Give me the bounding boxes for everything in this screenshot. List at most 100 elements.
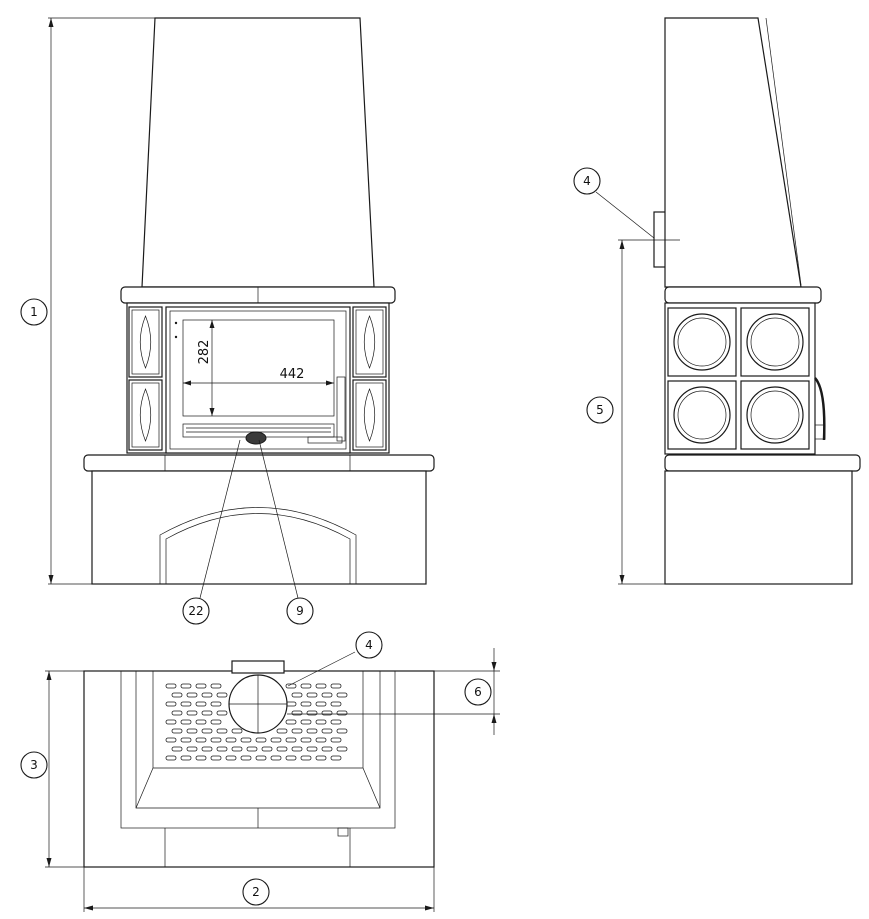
vent-slot	[330, 701, 342, 707]
vent-slot	[165, 755, 177, 761]
vent-slot	[186, 692, 198, 698]
front-door-dimensions	[183, 320, 334, 416]
side-hood	[664, 17, 802, 288]
vent-slot	[171, 728, 183, 734]
vent-slot	[330, 755, 342, 761]
side-base	[664, 470, 853, 585]
vent-slot	[315, 683, 327, 689]
vent-slot	[165, 683, 177, 689]
top-vent-slots	[165, 683, 348, 761]
front-base	[91, 470, 427, 585]
side-dimensions	[595, 191, 680, 585]
vent-slot	[306, 728, 318, 734]
vent-slot	[180, 737, 192, 743]
vent-slot	[165, 701, 177, 707]
vent-slot	[321, 728, 333, 734]
vent-slot	[261, 746, 273, 752]
vent-slot	[210, 719, 222, 725]
front-door-handle	[336, 376, 346, 442]
vent-slot	[201, 692, 213, 698]
side-tile-3-ring	[673, 386, 731, 444]
side-tile-4	[740, 380, 810, 450]
vent-slot	[171, 692, 183, 698]
vent-slot	[330, 737, 342, 743]
front-left-tile-upper	[128, 306, 163, 378]
top-view	[83, 660, 435, 868]
front-left-tile-upper-ornament	[139, 315, 152, 369]
callout-2-label: 2	[252, 885, 260, 899]
vent-slot	[186, 710, 198, 716]
front-door-frame	[165, 306, 351, 454]
side-top-cornice	[664, 286, 822, 304]
callout-2: 2	[242, 878, 270, 906]
vent-slot	[255, 755, 267, 761]
callout-1-label: 1	[30, 305, 38, 319]
callout-4-top: 4	[355, 631, 383, 659]
front-left-tile-lower-ornament	[139, 388, 152, 442]
side-tile-4-ring	[746, 386, 804, 444]
front-right-tile-lower-ornament	[363, 388, 376, 442]
callout-6-label: 6	[474, 685, 482, 699]
front-right-tile-upper-ornament	[363, 315, 376, 369]
front-air-control	[245, 431, 267, 445]
side-door-handle	[814, 377, 826, 441]
callout-4-side-label: 4	[583, 174, 591, 188]
side-tile-2-ring	[746, 313, 804, 371]
vent-slot	[315, 737, 327, 743]
vent-slot	[321, 692, 333, 698]
overall-height-dimension	[48, 17, 155, 585]
side-view	[653, 17, 861, 585]
vent-slot	[210, 701, 222, 707]
vent-slot	[231, 728, 243, 734]
vent-slot	[285, 755, 297, 761]
vent-slot	[171, 746, 183, 752]
callout-22-label: 22	[188, 604, 203, 618]
vent-slot	[246, 746, 258, 752]
vent-slot	[291, 710, 303, 716]
vent-slot	[300, 701, 312, 707]
side-tile-3	[667, 380, 737, 450]
vent-slot	[300, 737, 312, 743]
vent-slot	[180, 701, 192, 707]
front-right-tile-lower	[352, 379, 387, 451]
vent-slot	[180, 683, 192, 689]
vent-slot	[216, 710, 228, 716]
callout-5: 5	[586, 396, 614, 424]
vent-slot	[315, 755, 327, 761]
vent-slot	[315, 719, 327, 725]
vent-slot	[255, 737, 267, 743]
vent-slot	[210, 737, 222, 743]
top-hood-outline	[135, 671, 381, 809]
vent-slot	[315, 701, 327, 707]
front-right-tile-upper	[352, 306, 387, 378]
vent-slot	[306, 710, 318, 716]
front-view	[83, 17, 435, 585]
vent-slot	[270, 737, 282, 743]
callout-6: 6	[464, 678, 492, 706]
vent-slot	[240, 737, 252, 743]
callout-22: 22	[182, 597, 210, 625]
vent-slot	[336, 728, 348, 734]
vent-slot	[210, 683, 222, 689]
vent-slot	[336, 692, 348, 698]
vent-slot	[270, 755, 282, 761]
callout-9: 9	[286, 597, 314, 625]
front-door-glass	[182, 319, 335, 417]
vent-slot	[165, 737, 177, 743]
vent-slot	[285, 683, 297, 689]
vent-slot	[195, 737, 207, 743]
vent-slot	[186, 728, 198, 734]
vent-slot	[336, 746, 348, 752]
callout-1: 1	[20, 298, 48, 326]
vent-slot	[195, 755, 207, 761]
door-width-label: 442	[280, 367, 305, 382]
vent-slot	[225, 737, 237, 743]
vent-slot	[171, 710, 183, 716]
vent-slot	[195, 719, 207, 725]
side-lower-cornice	[664, 454, 861, 472]
callout-4-side: 4	[573, 167, 601, 195]
vent-slot	[306, 746, 318, 752]
callout-3: 3	[20, 751, 48, 779]
vent-slot	[186, 746, 198, 752]
